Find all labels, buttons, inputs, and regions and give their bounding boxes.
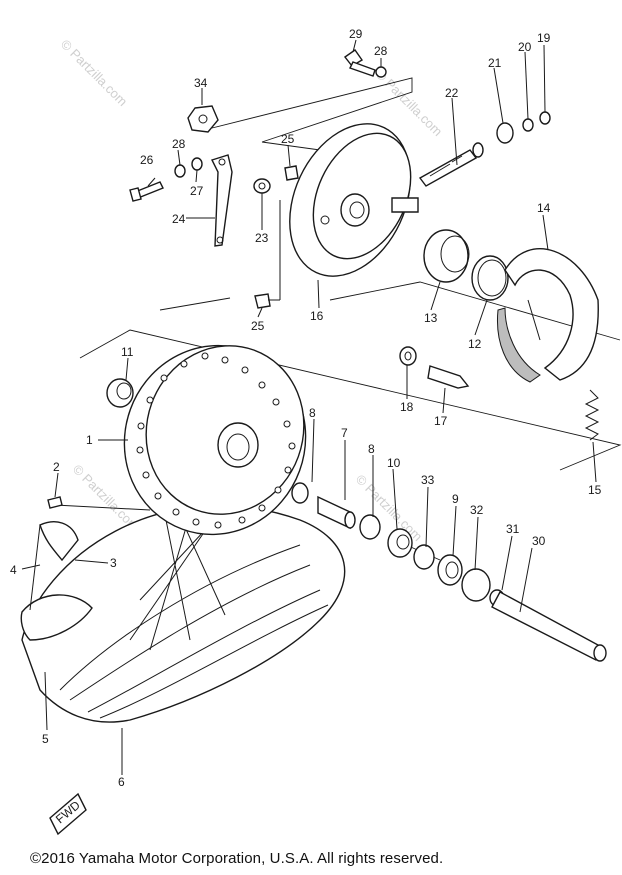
callout-numbers: 1 2 3 4 5 6 7 8 8 9 10 11 12 13 14 15 16… [10,27,602,789]
callout-12: 12 [468,337,482,351]
callout-3: 3 [110,556,117,570]
outline-shoe [329,281,621,341]
ring-12 [471,255,509,301]
callout-16: 16 [310,309,324,323]
callout-14: 14 [537,201,551,215]
bearing-11 [106,378,134,408]
spacer-33 [413,544,435,570]
nipple-25-upper [284,165,299,181]
brake-plate [289,123,419,277]
outline-mid [159,297,231,311]
gear-21 [496,122,514,144]
collar-9 [437,554,463,586]
callout-33: 33 [421,473,435,487]
callout-30: 30 [532,534,546,548]
callout-20: 20 [518,40,532,54]
callout-19: 19 [537,31,551,45]
callout-13: 13 [424,311,438,325]
brake-shoes [496,248,599,383]
watermark-1: © Partzilla.com [58,37,131,110]
callout-27: 27 [190,184,204,198]
bearing-10 [387,528,413,558]
callout-21: 21 [488,56,502,70]
callout-17: 17 [434,414,448,428]
callout-8a: 8 [309,406,316,420]
callout-28a: 28 [172,137,186,151]
outline-upper-2 [261,141,321,151]
callout-4: 4 [10,563,17,577]
callout-22: 22 [445,86,459,100]
seal-13 [423,229,470,283]
lever-17 [427,365,470,389]
outline-upper-1 [211,77,413,143]
callout-24: 24 [172,212,186,226]
axle-30 [491,591,605,661]
tube-rim-band [20,521,93,641]
spring-15 [584,389,600,441]
nut-34 [187,105,219,133]
cam-22 [418,111,551,187]
callout-5: 5 [42,732,49,746]
nut-28-left [174,164,186,178]
nipple-25-lower [254,293,271,309]
axle-parts [291,482,607,662]
callout-29: 29 [349,27,363,41]
outline-hub [79,329,622,471]
bolt-29 [343,49,376,77]
callout-18: 18 [400,400,414,414]
callout-32: 32 [470,503,484,517]
callout-25a: 25 [281,132,295,146]
callout-23: 23 [255,231,269,245]
callout-8b: 8 [368,442,375,456]
callout-11: 11 [121,345,134,359]
fwd-arrow: FWD [49,792,87,836]
callout-34: 34 [194,76,208,90]
seal-8b [359,514,381,540]
washer-18 [399,346,417,366]
callout-15: 15 [588,483,602,497]
callout-1: 1 [86,433,93,447]
callout-31: 31 [506,522,520,536]
leader-lines [21,39,597,775]
callout-2: 2 [53,460,60,474]
callout-28b: 28 [374,44,388,58]
bolt-26 [129,181,164,202]
washer-32 [461,568,491,602]
washer-20 [522,118,534,132]
callout-26: 26 [140,153,154,167]
nut-28-right [375,66,387,78]
hub [123,344,307,536]
torque-arm-24 [211,154,233,247]
callout-6: 6 [118,775,125,789]
callout-7: 7 [341,426,348,440]
callout-9: 9 [452,492,459,506]
seal-8a [291,482,309,504]
washer-27 [191,157,203,171]
copyright-notice: ©2016 Yamaha Motor Corporation, U.S.A. A… [30,850,444,867]
clip-19 [539,111,551,125]
callout-25b: 25 [251,319,265,333]
callout-10: 10 [387,456,401,470]
valve-2 [47,496,63,509]
washer-23 [253,178,271,194]
